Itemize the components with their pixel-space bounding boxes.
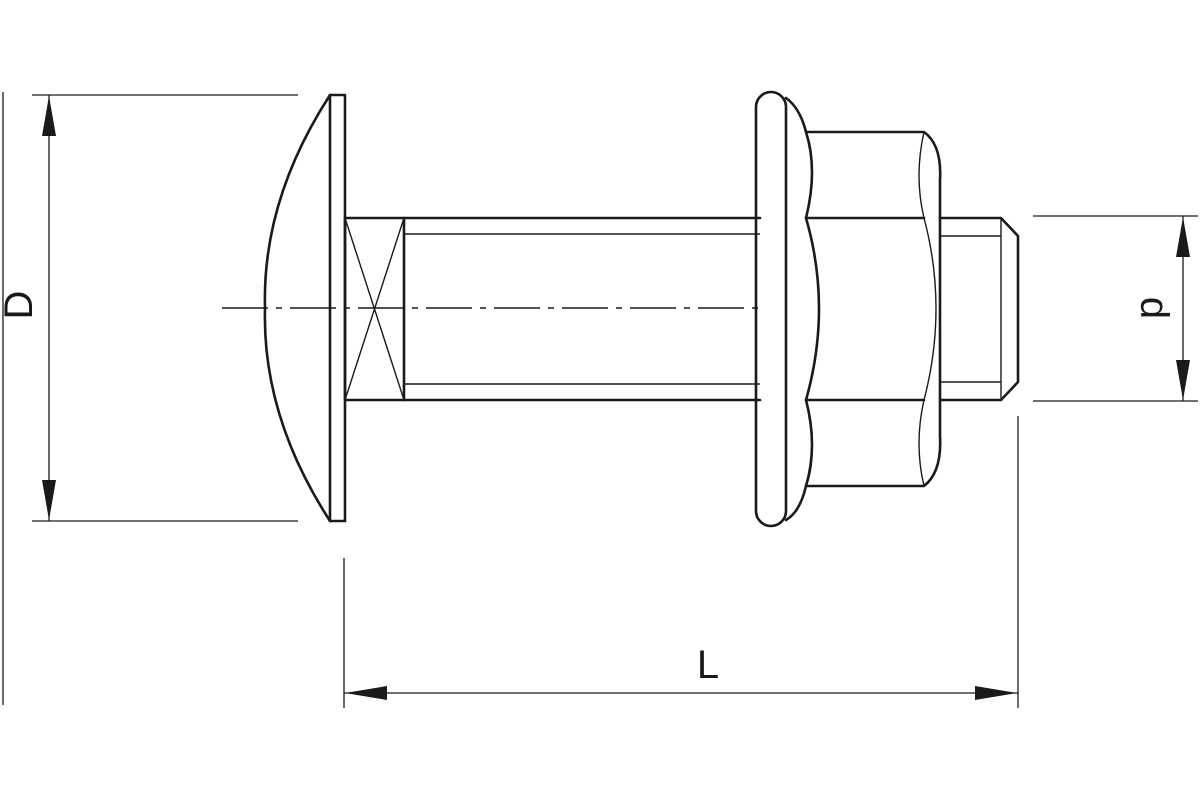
dimension-thread-diameter: d bbox=[1033, 215, 1198, 402]
square-neck bbox=[343, 216, 406, 402]
dimension-head-diameter: D bbox=[0, 92, 298, 705]
bolt-shank bbox=[402, 216, 762, 402]
thread-end bbox=[938, 216, 1020, 402]
length-label: L bbox=[697, 643, 719, 687]
thread-diameter-label: d bbox=[1132, 297, 1176, 319]
hex-nut bbox=[804, 130, 942, 488]
dimension-length: L bbox=[343, 416, 1019, 708]
head-diameter-label: D bbox=[0, 291, 41, 320]
flange-washer bbox=[754, 90, 821, 528]
